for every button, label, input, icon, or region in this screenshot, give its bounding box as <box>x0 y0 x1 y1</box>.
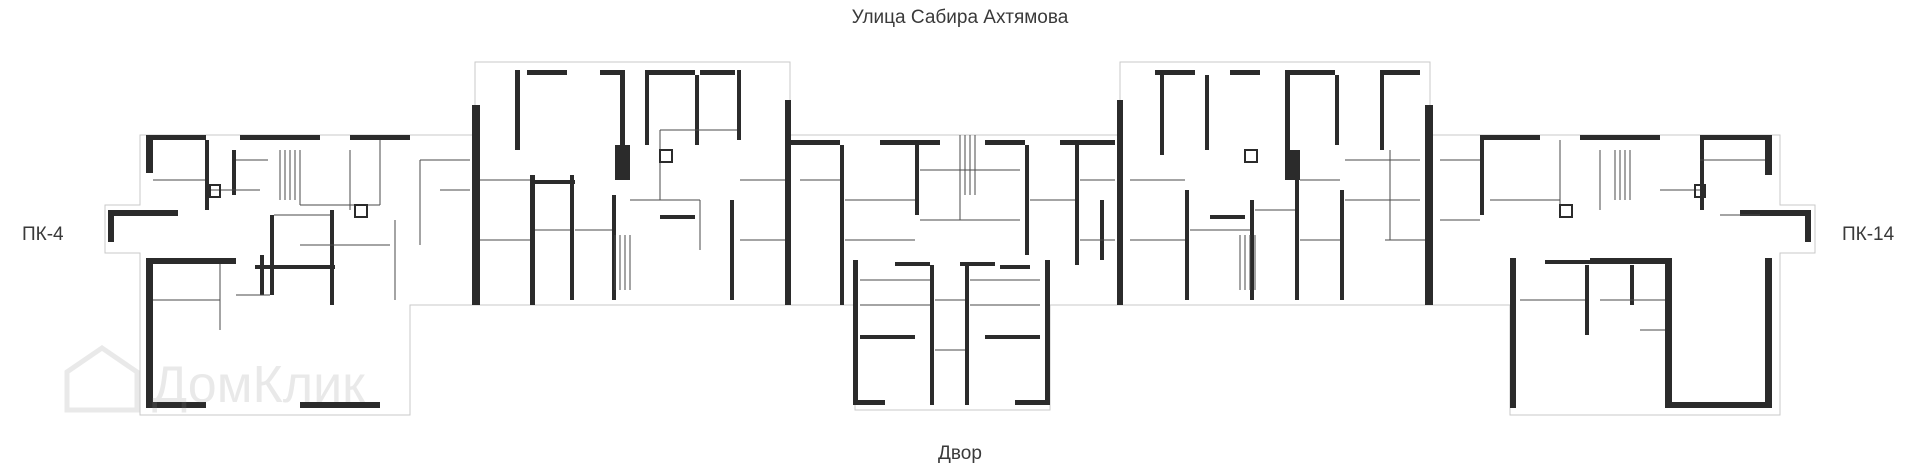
building-outline <box>104 61 1816 416</box>
shafts <box>209 149 1706 218</box>
street-label: Улица Сабира Ахтямова <box>851 7 1069 28</box>
partitions <box>153 129 1765 351</box>
walls <box>108 70 1811 408</box>
section-label-right: ПК-14 <box>1842 224 1895 245</box>
section-label-left: ПК-4 <box>22 224 64 245</box>
domclick-watermark: ДомКлик <box>64 344 365 414</box>
watermark-text: ДомКлик <box>152 356 365 414</box>
yard-label: Двор <box>938 443 982 464</box>
staircases <box>279 135 1631 290</box>
house-logo-icon <box>64 344 140 413</box>
